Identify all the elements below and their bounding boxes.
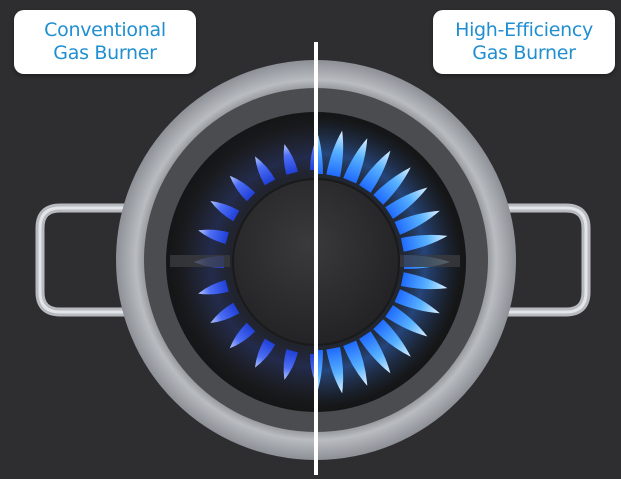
conventional-flame: [283, 144, 298, 175]
conventional-flame: [229, 175, 256, 202]
high-efficiency-flame: [343, 340, 368, 386]
high-efficiency-flame: [373, 167, 411, 205]
high-efficiency-flame: [400, 234, 448, 252]
pot-handle-right: [495, 203, 591, 317]
burner-grate-right: [400, 255, 460, 267]
high-efficiency-flame: [400, 272, 448, 290]
high-efficiency-burner-flames: [316, 128, 450, 396]
high-efficiency-burner-label: High-Efficiency Gas Burner: [433, 10, 615, 74]
high-efficiency-flame: [326, 130, 344, 178]
high-efficiency-label-line1: High-Efficiency: [455, 19, 593, 41]
conventional-flame: [283, 349, 298, 380]
high-efficiency-label-line2: Gas Burner: [472, 42, 576, 64]
conventional-flame: [210, 302, 240, 323]
conventional-label-line1: Conventional: [44, 19, 166, 41]
burner-grate-left: [170, 255, 230, 267]
high-efficiency-flame: [385, 187, 428, 219]
pot-handle-left: [35, 203, 135, 317]
high-efficiency-flame: [326, 346, 344, 394]
conventional-flame: [210, 201, 240, 222]
high-efficiency-flame: [359, 331, 391, 374]
conventional-flame: [229, 322, 256, 349]
conventional-label-line2: Gas Burner: [53, 42, 157, 64]
high-efficiency-flame: [373, 319, 411, 357]
conventional-burner-label: Conventional Gas Burner: [14, 10, 196, 74]
conventional-flame: [255, 156, 276, 186]
conventional-flame: [198, 280, 229, 295]
conventional-flame: [255, 338, 276, 368]
high-efficiency-flame: [343, 138, 368, 184]
conventional-flame: [198, 229, 229, 244]
high-efficiency-flame: [359, 150, 391, 193]
high-efficiency-flame: [394, 289, 440, 314]
high-efficiency-flame: [394, 210, 440, 235]
high-efficiency-flame: [385, 305, 428, 337]
